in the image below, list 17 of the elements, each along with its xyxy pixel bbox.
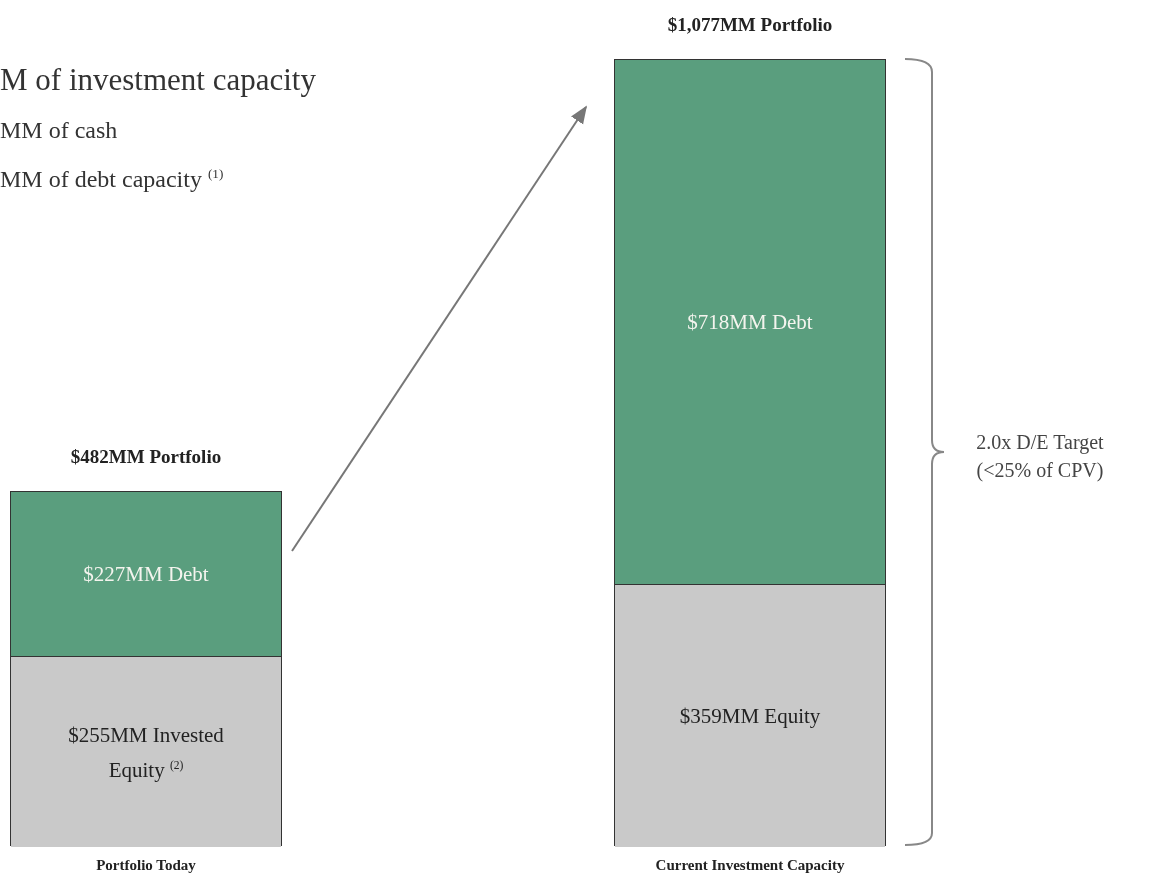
segment-label: $718MM Debt	[686, 309, 814, 336]
equity-segment	[615, 584, 885, 847]
bar-caption: Current Investment Capacity	[655, 857, 845, 874]
debt-segment	[615, 60, 885, 584]
bullet-text: M of investment capacity	[0, 62, 316, 98]
debt-segment	[11, 492, 281, 656]
segment-label: $255MM Invested Equity $^{(2)}$	[67, 721, 225, 784]
annotation-text: 2.0x D/E Target (<25% of CPV)	[975, 430, 1105, 484]
arrow	[291, 105, 587, 552]
bullet-text: MM of debt capacity $^{(1)}$	[0, 166, 224, 193]
segment-label: $227MM Debt	[82, 561, 210, 588]
bar-total-label: $482MM Portfolio	[70, 446, 222, 468]
segment-label: $359MM Equity	[678, 703, 822, 730]
bar-total-label: $1,077MM Portfolio	[667, 14, 833, 36]
equity-segment	[11, 656, 281, 847]
bar-caption: Portfolio Today	[96, 857, 196, 874]
bullet-text: MM of cash	[0, 117, 118, 144]
